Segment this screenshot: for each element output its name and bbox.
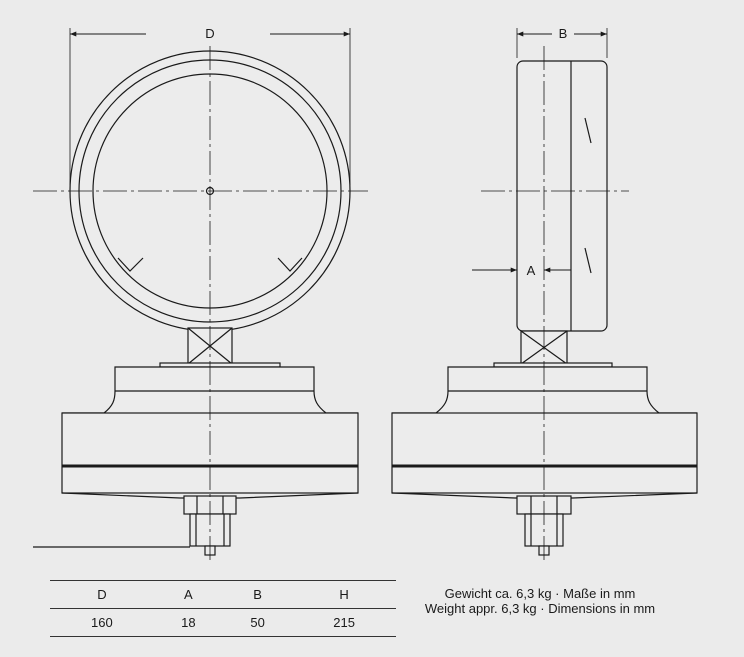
side-upper-flange (392, 366, 697, 414)
table-header-cell: H (292, 580, 396, 609)
table-cell: 18 (153, 608, 223, 637)
weight-note-english: Weight appr. 6,3 kg · Dimensions in mm (424, 601, 656, 616)
pointer-mark-top (584, 117, 592, 144)
table-header-cell: A (153, 580, 223, 609)
dimension-label-d: D (205, 26, 214, 41)
table-cell: 215 (292, 608, 396, 637)
front-view (33, 28, 368, 563)
table-row: 160 18 50 215 (50, 608, 396, 637)
weight-note: Gewicht ca. 6,3 kg · Maße in mm Weight a… (400, 586, 680, 616)
dimension-table: D A B H 160 18 50 215 (50, 580, 396, 637)
table-header-cell: B (222, 580, 293, 609)
scale-tick-left (117, 257, 144, 272)
weight-note-german: Gewicht ca. 6,3 kg · Maße in mm (444, 586, 636, 601)
table-header-row: D A B H (50, 580, 396, 609)
pointer-mark-bottom (584, 247, 592, 274)
scale-tick-right (277, 257, 303, 272)
table-header-cell: D (50, 580, 154, 609)
gauge-case-side (516, 60, 608, 332)
side-diaphragm-housing (391, 412, 698, 494)
table-cell: 160 (50, 608, 154, 637)
dimension-label-a: A (527, 263, 536, 278)
dimension-label-b: B (559, 26, 568, 41)
side-view (391, 28, 698, 563)
table-cell: 50 (222, 608, 293, 637)
